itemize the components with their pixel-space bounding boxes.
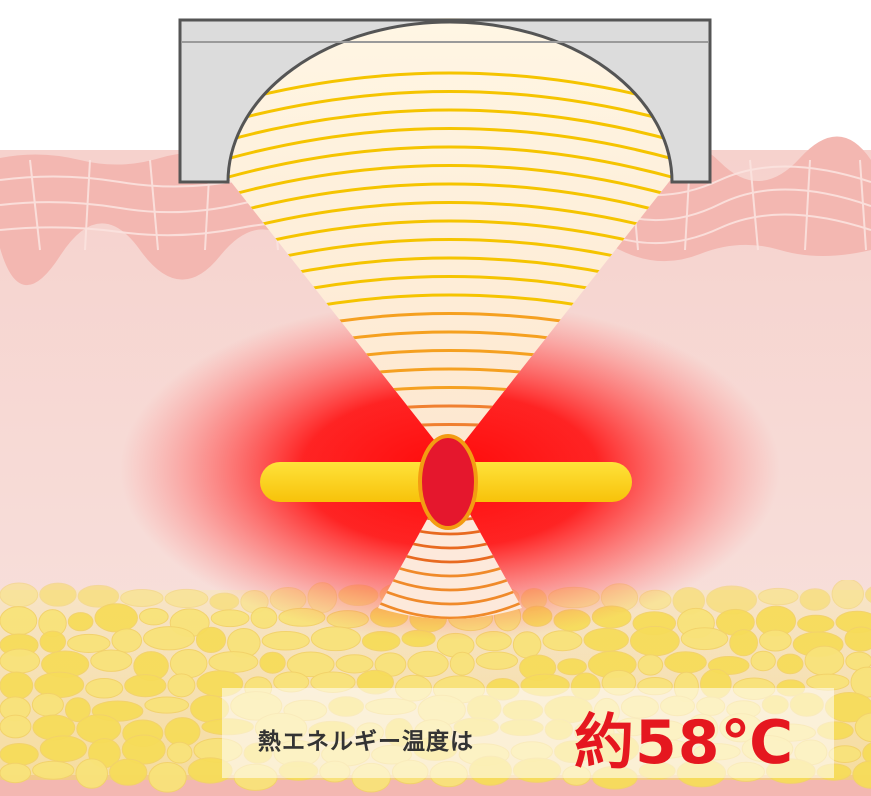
fat-cell xyxy=(124,674,167,698)
fat-cell xyxy=(758,587,799,606)
fat-cell xyxy=(0,671,34,700)
fat-cell xyxy=(261,631,310,651)
fat-cell xyxy=(680,627,729,651)
fat-cell xyxy=(854,712,871,743)
fat-cell xyxy=(67,633,111,653)
fat-cell xyxy=(542,630,583,652)
fat-cell xyxy=(0,743,39,766)
probe xyxy=(178,18,712,184)
fat-cell xyxy=(169,648,208,679)
fat-cell xyxy=(335,654,374,674)
fat-cell xyxy=(407,650,449,678)
fat-cell xyxy=(64,697,91,723)
fat-cell xyxy=(85,677,124,699)
fat-cell xyxy=(831,580,865,610)
fat-cell xyxy=(210,609,250,628)
fat-cell xyxy=(67,612,94,632)
fat-cell xyxy=(286,651,335,678)
fat-cell xyxy=(862,742,871,765)
fat-cell xyxy=(259,651,286,674)
wave-arc xyxy=(378,544,522,578)
fat-cell xyxy=(664,651,707,674)
wave-arc xyxy=(378,572,522,606)
fat-cell xyxy=(148,761,187,793)
fat-cell xyxy=(164,717,201,747)
fat-cell xyxy=(164,588,209,609)
fat-cell xyxy=(77,584,120,608)
fat-cell xyxy=(75,758,109,789)
fat-cell xyxy=(475,651,519,670)
wave-arc xyxy=(228,127,672,185)
fat-cell xyxy=(39,630,67,653)
caption-label: 熱エネルギー温度は xyxy=(258,729,474,755)
fat-cell xyxy=(0,714,32,739)
fat-cell xyxy=(195,626,227,653)
fat-cell xyxy=(852,760,871,789)
fat-cell xyxy=(31,692,64,717)
fat-cell xyxy=(0,606,38,636)
thermal-focus-point xyxy=(418,434,478,530)
fat-cell xyxy=(39,735,88,763)
fat-cell xyxy=(0,762,32,784)
wave-arc xyxy=(378,586,522,619)
fat-cell xyxy=(844,626,871,652)
fat-cell xyxy=(776,653,804,675)
fat-cell xyxy=(629,625,680,657)
fat-cell xyxy=(39,582,77,607)
fat-cell xyxy=(94,603,138,633)
caption-box: 熱エネルギー温度は 約58℃ xyxy=(222,688,834,778)
fat-cell xyxy=(144,696,190,714)
fat-cell xyxy=(32,760,75,780)
wave-arc xyxy=(378,530,522,564)
fat-cell xyxy=(76,714,122,744)
wave-arc xyxy=(378,516,522,550)
fat-cell xyxy=(449,651,475,676)
fat-cell xyxy=(0,582,39,608)
fat-cell xyxy=(759,629,792,652)
fat-cell xyxy=(583,627,629,652)
ultrasound-cone-lower xyxy=(378,478,522,619)
fat-cell xyxy=(120,588,164,608)
fat-cell xyxy=(90,649,133,672)
temperature-value: 約58℃ xyxy=(574,708,795,778)
fat-cell xyxy=(166,741,193,764)
fat-cell xyxy=(138,607,169,626)
wave-arc xyxy=(228,145,672,204)
fat-cell xyxy=(637,654,664,676)
fat-cell xyxy=(121,734,166,765)
fat-cell xyxy=(729,629,759,657)
fat-cell xyxy=(804,645,845,676)
fat-cell xyxy=(111,628,143,653)
fat-cell xyxy=(799,588,831,611)
fat-cell xyxy=(0,648,41,674)
fat-cell xyxy=(797,614,835,633)
fat-cell xyxy=(208,651,259,673)
fat-cell xyxy=(557,658,587,676)
wave-arc xyxy=(378,558,522,592)
wave-arc xyxy=(378,502,522,536)
fat-cell xyxy=(143,626,195,651)
fat-cell xyxy=(750,650,776,672)
fat-cell xyxy=(109,758,148,786)
fat-cell xyxy=(865,586,871,603)
probe-head xyxy=(178,18,712,184)
fat-cell xyxy=(167,673,196,698)
